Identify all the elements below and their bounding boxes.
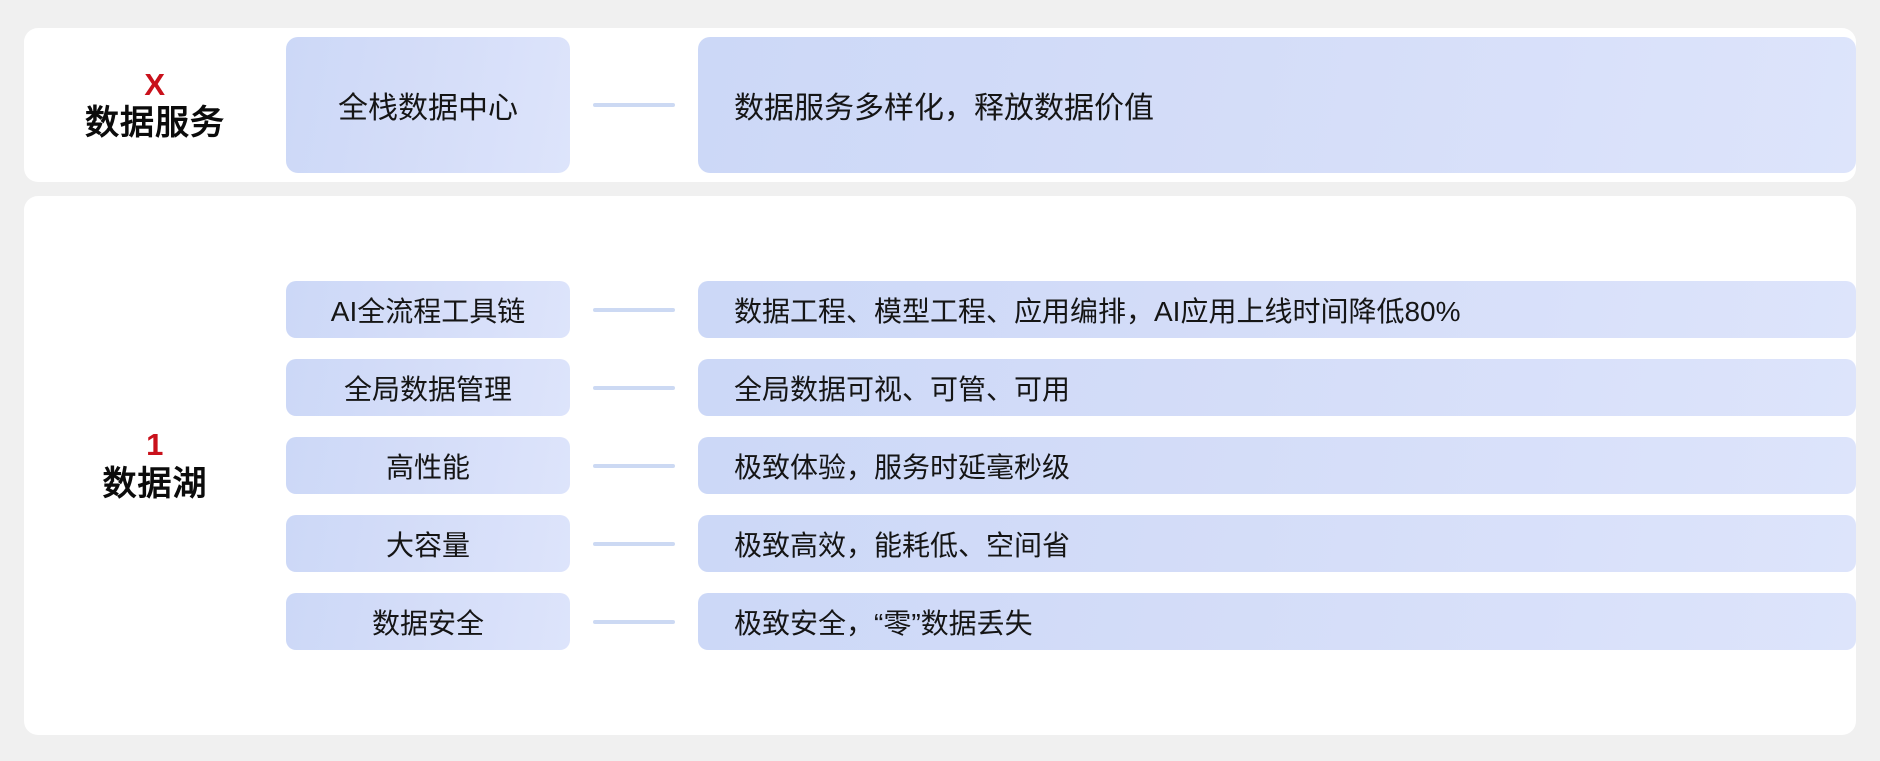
card-rows-data-lake: AI全流程工具链 数据工程、模型工程、应用编排，AI应用上线时间降低80% 全局… [286,259,1856,672]
card-title-label: 数据湖 [102,464,208,503]
feature-row: 高性能 极致体验，服务时延毫秒级 [286,437,1856,494]
feature-name-pill[interactable]: 数据安全 [286,593,570,650]
feature-row: 全栈数据中心 数据服务多样化，释放数据价值 [286,37,1856,173]
connector-line-icon [593,307,675,312]
connector-line-icon [593,619,675,624]
feature-name-pill[interactable]: 全局数据管理 [286,359,570,416]
feature-row: 全局数据管理 全局数据可视、可管、可用 [286,359,1856,416]
connector [570,619,698,624]
feature-desc-pill[interactable]: 数据服务多样化，释放数据价值 [698,37,1856,173]
feature-desc-pill[interactable]: 极致体验，服务时延毫秒级 [698,437,1856,494]
connector [570,307,698,312]
card-data-lake: 1 数据湖 AI全流程工具链 数据工程、模型工程、应用编排，AI应用上线时间降低… [24,196,1856,735]
connector-line-icon [593,385,675,390]
connector-line-icon [593,541,675,546]
card-index-label: 1 [146,427,164,463]
connector-line-icon [593,463,675,468]
feature-row: AI全流程工具链 数据工程、模型工程、应用编排，AI应用上线时间降低80% [286,281,1856,338]
connector [570,463,698,468]
feature-desc-pill[interactable]: 全局数据可视、可管、可用 [698,359,1856,416]
feature-name-pill[interactable]: 高性能 [286,437,570,494]
card-data-services: X 数据服务 全栈数据中心 数据服务多样化，释放数据价值 [24,28,1856,182]
feature-row: 数据安全 极致安全，“零”数据丢失 [286,593,1856,650]
feature-desc-pill[interactable]: 数据工程、模型工程、应用编排，AI应用上线时间降低80% [698,281,1856,338]
connector [570,385,698,390]
feature-row: 大容量 极致高效，能耗低、空间省 [286,515,1856,572]
connector [570,103,698,107]
feature-name-pill[interactable]: 大容量 [286,515,570,572]
feature-desc-pill[interactable]: 极致高效，能耗低、空间省 [698,515,1856,572]
card-label-data-lake: 1 数据湖 [24,427,286,503]
card-label-data-services: X 数据服务 [24,66,286,143]
feature-name-pill[interactable]: AI全流程工具链 [286,281,570,338]
feature-name-pill[interactable]: 全栈数据中心 [286,37,570,173]
card-rows-data-services: 全栈数据中心 数据服务多样化，释放数据价值 [286,37,1856,173]
card-title-label: 数据服务 [85,104,225,143]
feature-desc-pill[interactable]: 极致安全，“零”数据丢失 [698,593,1856,650]
card-index-label: X [144,66,166,102]
connector-line-icon [593,103,675,107]
connector [570,541,698,546]
